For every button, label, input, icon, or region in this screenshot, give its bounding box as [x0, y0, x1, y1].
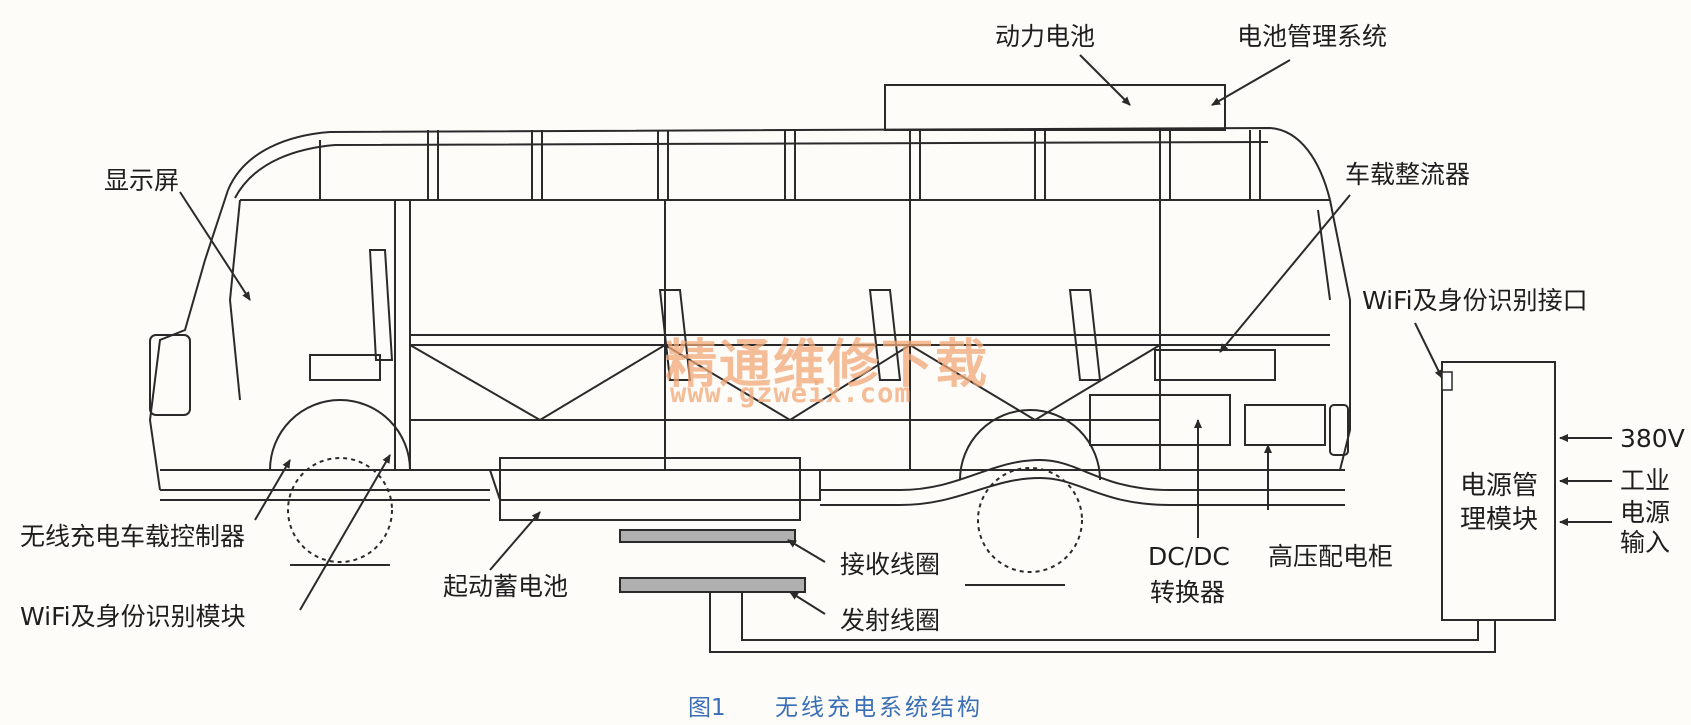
label-power-module: 电源管理模块 — [1446, 470, 1552, 538]
label-power-battery: 动力电池 — [995, 22, 1096, 51]
transmitting-coil — [619, 577, 806, 593]
label-wifi-port: WiFi及身份识别接口 — [1362, 286, 1588, 315]
receiving-coil — [619, 529, 796, 543]
leader-lines — [179, 54, 1443, 615]
wifi-port-box — [1441, 371, 1453, 391]
label-380v: 380V — [1620, 424, 1685, 453]
label-wireless-controller: 无线充电车载控制器 — [20, 522, 246, 551]
power-management-box — [1441, 361, 1556, 621]
label-rx-coil: 接收线圈 — [840, 550, 941, 579]
watermark-url: www.gzweix.com — [670, 378, 912, 409]
watermark-text: 精通维修下载 — [665, 335, 990, 395]
input-arrows — [1559, 434, 1612, 526]
label-power-module-text: 电源管理模块 — [1459, 471, 1538, 535]
label-tx-coil: 发射线圈 — [840, 606, 941, 635]
label-start-battery: 起动蓄电池 — [443, 572, 569, 601]
label-input: 输入 — [1620, 528, 1671, 557]
label-power-source: 电源 — [1620, 498, 1671, 527]
figure-number: 图1 — [688, 695, 726, 721]
label-bms: 电池管理系统 — [1237, 22, 1388, 51]
label-display: 显示屏 — [104, 166, 180, 195]
label-rectifier: 车载整流器 — [1345, 160, 1471, 189]
bus-body — [148, 84, 1351, 586]
label-converter: 转换器 — [1150, 578, 1226, 607]
label-dcdc: DC/DC — [1148, 542, 1230, 571]
label-hv-cabinet: 高压配电柜 — [1268, 542, 1394, 571]
charging-cable — [709, 592, 1496, 653]
label-wifi-module: WiFi及身份识别模块 — [20, 602, 246, 631]
figure-title: 无线充电系统结构 — [775, 695, 983, 721]
label-industrial: 工业 — [1620, 466, 1671, 495]
